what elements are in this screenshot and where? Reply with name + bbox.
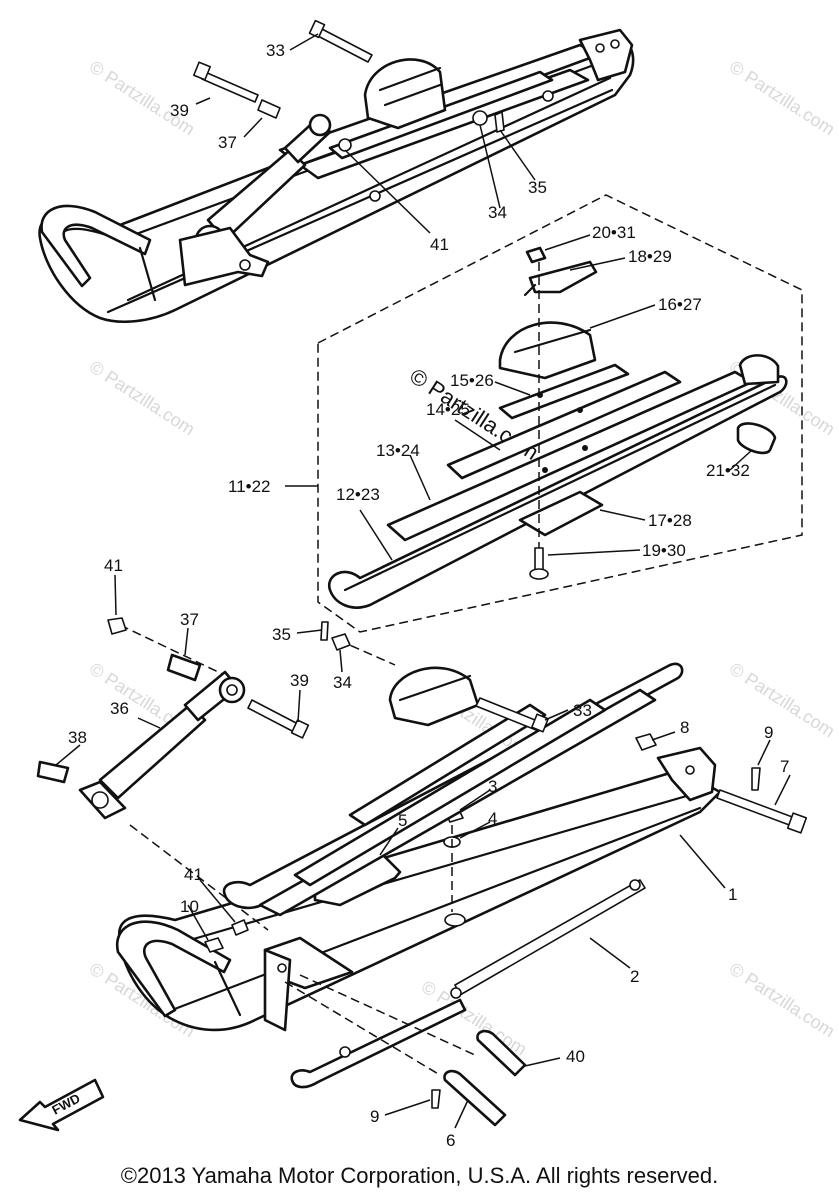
callout-9-bottom: 9 [370,1107,379,1126]
callout-16-27: 16•27 [658,295,702,314]
callout-15-26: 15•26 [450,371,494,390]
callout-5: 5 [398,811,407,830]
callout-11-22: 11•22 [228,477,271,496]
callout-33-top: 33 [266,41,285,60]
copyright-notice: ©2013 Yamaha Motor Corporation, U.S.A. A… [120,1163,719,1188]
watermark: © Partzilla.com [86,357,199,440]
leaf-spring-exploded [327,246,788,609]
callout-20-31: 20•31 [592,223,636,242]
callout-3: 3 [488,777,497,796]
callout-13-24: 13•24 [376,441,420,460]
callout-40: 40 [566,1047,585,1066]
leaders-top [195,33,536,234]
callout-39-top: 39 [170,101,189,120]
callout-14-25: 14•25 [426,400,470,419]
callout-41-top: 41 [430,235,449,254]
callout-33-lower: 33 [573,701,592,720]
lower-ski-assembly [115,624,808,1127]
lower-shock-absorber [36,617,351,820]
callout-41-left: 41 [104,556,123,575]
callout-35-top: 35 [528,178,547,197]
callout-18-29: 18•29 [628,247,672,266]
callout-37-lower: 37 [180,610,199,629]
watermark: © Partzilla.com [726,659,839,742]
callout-labels: 33 39 37 41 34 35 20•31 18•29 16•27 15•2… [68,41,789,1150]
lower-leaf-spring [222,662,684,917]
callout-38: 38 [68,728,87,747]
callout-8: 8 [680,718,689,737]
callout-9-top: 9 [764,723,773,742]
watermark: © Partzilla.com [726,57,839,140]
callout-41-lower: 41 [184,865,203,884]
assembled-ski-top [38,19,635,324]
callout-19-30: 19•30 [642,541,686,560]
callout-21-32: 21•32 [706,461,750,480]
fwd-arrow-icon: FWD [18,1078,105,1132]
callout-35-lower: 35 [272,625,291,644]
callout-37-top: 37 [218,133,237,152]
callout-12-23: 12•23 [336,485,380,504]
callout-39-lower: 39 [290,671,309,690]
watermark: © Partzilla.com [726,959,839,1042]
callout-7: 7 [780,757,789,776]
callout-6: 6 [446,1131,455,1150]
callout-2: 2 [630,967,639,986]
callout-34-top: 34 [488,203,507,222]
callout-17-28: 17•28 [648,511,692,530]
callout-36: 36 [110,699,129,718]
leaders-lower [55,574,791,1129]
leaf-spring-group-box [317,194,803,633]
watermark: © Partzilla.com [86,57,199,140]
callout-4: 4 [488,809,497,828]
leaders-exploded [285,234,753,561]
callout-10: 10 [180,897,199,916]
callout-34-lower: 34 [333,673,352,692]
callout-1: 1 [728,885,737,904]
